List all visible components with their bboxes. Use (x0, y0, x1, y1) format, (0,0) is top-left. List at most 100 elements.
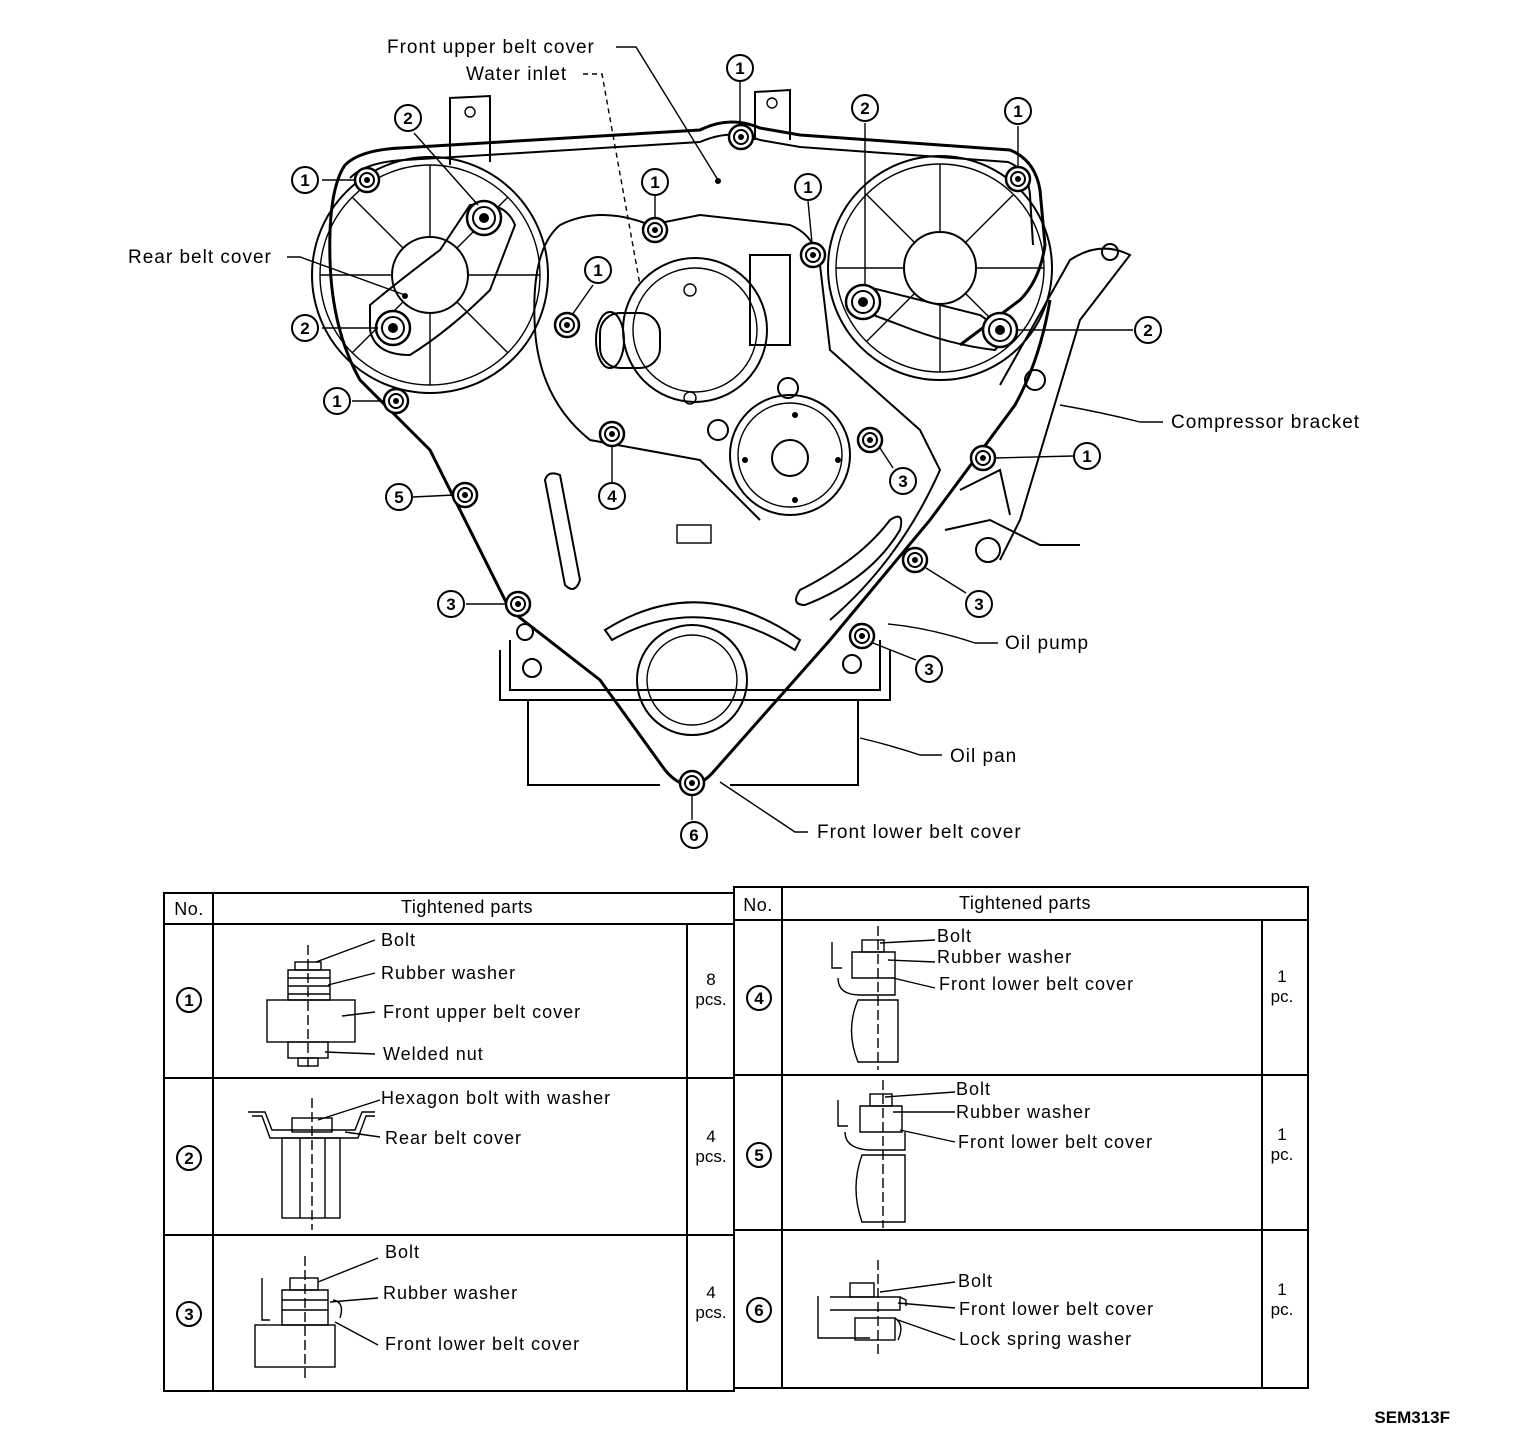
svg-text:1: 1 (1082, 447, 1091, 466)
callout-2: 2 (394, 104, 422, 132)
qty-1-unit: pcs. (695, 990, 726, 1009)
tightened-parts-table: No. Tightened parts No. Tightened parts … (163, 886, 1309, 1392)
callout-1: 1 (1073, 442, 1101, 470)
label-front-lower-belt-cover: Front lower belt cover (817, 822, 1022, 843)
callout-3: 3 (889, 467, 917, 495)
row-no-5: 5 (746, 1142, 772, 1168)
qty-1-num: 8 (706, 970, 715, 989)
svg-text:1: 1 (1013, 102, 1022, 121)
callout-2: 2 (291, 314, 319, 342)
sketch-row-6 (817, 1260, 956, 1356)
svg-text:3: 3 (974, 595, 983, 614)
svg-text:2: 2 (300, 319, 309, 338)
svg-text:1: 1 (332, 392, 341, 411)
callout-3: 3 (437, 590, 465, 618)
label-front-upper-belt-cover: Front upper belt cover (387, 37, 595, 58)
label-compressor-bracket: Compressor bracket (1171, 412, 1360, 433)
svg-text:1: 1 (735, 59, 744, 78)
row6-label-bolt: Bolt (958, 1271, 993, 1291)
sketch-row-4 (831, 926, 936, 1070)
svg-text:2: 2 (403, 109, 412, 128)
qty-4-num: 1 (1277, 967, 1286, 986)
header-parts-left: Tightened parts (401, 897, 533, 917)
callout-6: 6 (680, 821, 708, 849)
row-no-6: 6 (746, 1297, 772, 1323)
svg-text:2: 2 (184, 1149, 193, 1168)
svg-text:4: 4 (607, 487, 617, 506)
svg-text:3: 3 (898, 472, 907, 491)
svg-text:5: 5 (394, 488, 403, 507)
figure-code: SEM313F (1374, 1408, 1450, 1427)
svg-text:6: 6 (754, 1301, 763, 1320)
row1-label-welded-nut: Welded nut (383, 1044, 484, 1064)
qty-3-num: 4 (706, 1283, 715, 1302)
row6-label-front-lower-belt-cover: Front lower belt cover (959, 1299, 1154, 1319)
label-water-inlet: Water inlet (466, 64, 567, 85)
qty-6-unit: pc. (1271, 1300, 1294, 1319)
bolt-leaders (322, 82, 1133, 820)
row5-label-bolt: Bolt (956, 1079, 991, 1099)
callout-1: 1 (584, 256, 612, 284)
row3-label-front-lower-belt-cover: Front lower belt cover (385, 1334, 580, 1354)
sketch-row-5 (837, 1080, 956, 1228)
label-oil-pan: Oil pan (950, 746, 1017, 767)
svg-text:3: 3 (924, 660, 933, 679)
svg-text:2: 2 (1143, 321, 1152, 340)
row-no-4: 4 (746, 985, 772, 1011)
bolt-number-callouts: 1 2 2 1 5 3 1 1 1 1 4 2 2 1 1 3 3 3 6 (291, 54, 1162, 849)
row5-label-front-lower-belt-cover: Front lower belt cover (958, 1132, 1153, 1152)
header-no-right: No. (743, 895, 773, 915)
svg-text:6: 6 (689, 826, 698, 845)
callout-3: 3 (965, 590, 993, 618)
qty-3-unit: pcs. (695, 1303, 726, 1322)
row3-label-bolt: Bolt (385, 1242, 420, 1262)
qty-6-num: 1 (1277, 1280, 1286, 1299)
svg-text:4: 4 (754, 989, 764, 1008)
row1-label-front-upper-belt-cover: Front upper belt cover (383, 1002, 581, 1022)
row4-label-bolt: Bolt (937, 926, 972, 946)
row1-label-rubber-washer: Rubber washer (381, 963, 516, 983)
callout-1: 1 (323, 387, 351, 415)
sketch-row-2 (248, 1098, 381, 1230)
svg-text:1: 1 (300, 171, 309, 190)
callout-4: 4 (598, 482, 626, 510)
svg-text:1: 1 (593, 261, 602, 280)
callout-1: 1 (726, 54, 754, 82)
callout-3: 3 (915, 655, 943, 683)
row5-label-rubber-washer: Rubber washer (956, 1102, 1091, 1122)
row4-label-rubber-washer: Rubber washer (937, 947, 1072, 967)
part-callouts: Front upper belt cover Water inlet Rear … (128, 37, 1360, 843)
svg-text:1: 1 (184, 991, 193, 1010)
svg-text:1: 1 (803, 178, 812, 197)
label-rear-belt-cover: Rear belt cover (128, 247, 272, 268)
row2-label-hexagon-bolt: Hexagon bolt with washer (381, 1088, 611, 1108)
callout-5: 5 (385, 483, 413, 511)
engine-body (311, 88, 1132, 787)
label-oil-pump: Oil pump (1005, 633, 1089, 654)
row-no-1: 1 (176, 987, 202, 1013)
qty-5-unit: pc. (1271, 1145, 1294, 1164)
callout-2: 2 (851, 94, 879, 122)
row3-label-rubber-washer: Rubber washer (383, 1283, 518, 1303)
row4-label-front-lower-belt-cover: Front lower belt cover (939, 974, 1134, 994)
svg-text:2: 2 (860, 99, 869, 118)
svg-text:3: 3 (184, 1305, 193, 1324)
qty-4-unit: pc. (1271, 987, 1294, 1006)
header-no-left: No. (174, 899, 204, 919)
callout-2: 2 (1134, 316, 1162, 344)
svg-text:3: 3 (446, 595, 455, 614)
qty-5-num: 1 (1277, 1125, 1286, 1144)
row6-label-lock-spring-washer: Lock spring washer (959, 1329, 1132, 1349)
row-no-3: 3 (176, 1301, 202, 1327)
callout-1: 1 (1004, 97, 1032, 125)
callout-1: 1 (794, 173, 822, 201)
row2-label-rear-belt-cover: Rear belt cover (385, 1128, 522, 1148)
svg-text:1: 1 (650, 173, 659, 192)
callout-1: 1 (641, 168, 669, 196)
row1-label-bolt: Bolt (381, 930, 416, 950)
row-no-2: 2 (176, 1145, 202, 1171)
callout-1: 1 (291, 166, 319, 194)
sketch-row-3 (254, 1256, 379, 1380)
qty-2-num: 4 (706, 1127, 715, 1146)
